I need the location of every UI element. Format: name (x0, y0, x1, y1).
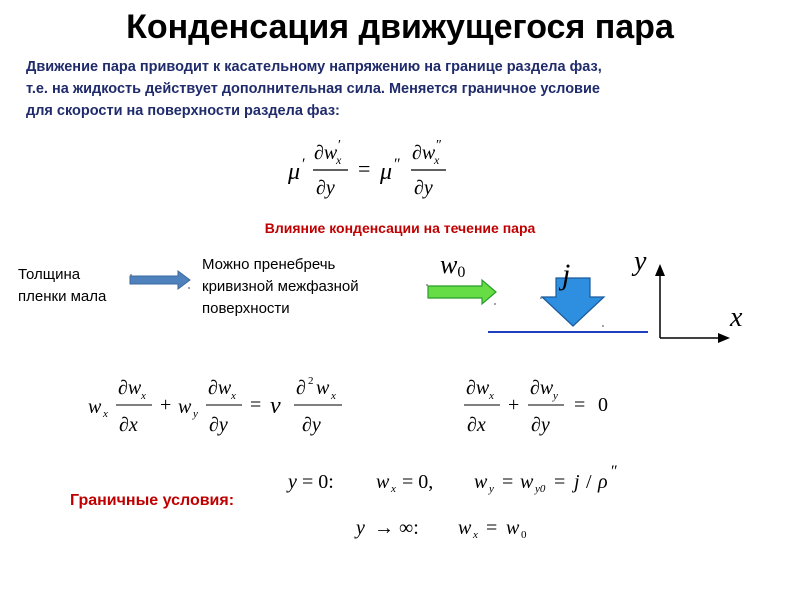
svg-text:∂y: ∂y (209, 414, 228, 436)
svg-text:=: = (486, 517, 497, 539)
svg-text:w: w (474, 471, 488, 493)
svg-text:ν: ν (270, 393, 281, 419)
interface-equation: μ ′ ∂w x ′ ∂y = μ ″ ∂w x ″ ∂y (287, 138, 446, 199)
svg-text:∂x: ∂x (119, 414, 138, 436)
y-axis-label: y (634, 246, 647, 277)
continuity-equation: ∂w x ∂x + ∂w y ∂y = 0 (464, 377, 608, 436)
svg-text:y: y (286, 471, 297, 493)
svg-text:0: 0 (521, 529, 527, 541)
svg-text:∂w: ∂w (412, 142, 436, 164)
svg-text:∂y: ∂y (531, 414, 550, 436)
svg-text:=: = (574, 394, 585, 416)
svg-text:= 0:: = 0: (302, 471, 334, 493)
j-label: j (562, 258, 571, 291)
svg-text:μ: μ (287, 159, 300, 185)
svg-text:+: + (508, 394, 519, 416)
svg-text:∂w: ∂w (314, 142, 338, 164)
svg-text:′: ′ (338, 138, 341, 153)
page-title: Конденсация движущегося пара (126, 8, 674, 46)
blue-arrow-icon (129, 270, 191, 290)
svg-text:/: / (586, 471, 592, 493)
svg-text:=: = (554, 471, 565, 493)
svg-text:x: x (102, 408, 108, 420)
svg-text:″: ″ (611, 463, 618, 480)
w0-letter: w (440, 250, 458, 279)
film-thin-note: Толщина пленки мала (18, 264, 106, 308)
svg-text:∂w: ∂w (466, 377, 490, 399)
svg-text:′: ′ (302, 156, 306, 173)
curvature-note: Можно пренебречь кривизной межфазной пов… (202, 254, 359, 320)
curvature-line-2: кривизной межфазной (202, 278, 359, 295)
section-subheading: Влияние конденсации на течение пара (264, 220, 536, 236)
svg-text:∂y: ∂y (316, 177, 335, 199)
svg-text:∂x: ∂x (467, 414, 486, 436)
svg-text:y: y (354, 517, 365, 539)
curvature-line-3: поверхности (202, 300, 290, 317)
svg-text:″: ″ (394, 156, 401, 173)
svg-text:y: y (552, 390, 558, 402)
film-thin-line-2: пленки мала (18, 288, 107, 305)
flow-diagram (129, 264, 730, 343)
svg-text:∂w: ∂w (208, 377, 232, 399)
intro-line-3: для скорости на поверхности раздела фаз: (26, 103, 340, 119)
x-axis-label: x (730, 302, 743, 333)
svg-text:w: w (178, 396, 192, 418)
intro-line-1: Движение пара приводит к касательному на… (26, 59, 602, 75)
svg-text:x: x (335, 153, 342, 167)
w0-label: w0 (440, 250, 465, 282)
svg-text:→ ∞:: → ∞: (374, 517, 419, 539)
svg-text:=: = (358, 156, 370, 181)
svg-text:∂w: ∂w (118, 377, 142, 399)
boundary-condition-wall: y = 0: w x = 0, w y = w y0 = j / ρ ″ (286, 463, 618, 495)
svg-text:y: y (488, 483, 494, 495)
svg-text:x: x (140, 390, 146, 402)
svg-text:x: x (390, 483, 396, 495)
svg-text:∂w: ∂w (530, 377, 554, 399)
svg-text:w: w (88, 396, 102, 418)
svg-text:x: x (433, 153, 440, 167)
svg-text:∂y: ∂y (302, 414, 321, 436)
svg-text:″: ″ (436, 138, 442, 153)
curvature-line-1: Можно пренебречь (202, 256, 336, 273)
film-thin-line-1: Толщина (18, 266, 81, 283)
momentum-equation: w x ∂w x ∂x + w y ∂w x ∂y = ν ∂ 2 w x ∂y (88, 375, 342, 436)
svg-text:=: = (250, 394, 261, 416)
svg-text:x: x (472, 529, 478, 541)
svg-text:μ: μ (379, 159, 392, 185)
svg-text:y0: y0 (534, 483, 546, 495)
svg-text:w: w (376, 471, 390, 493)
svg-text:= 0,: = 0, (402, 471, 433, 493)
svg-text:2: 2 (308, 375, 314, 387)
svg-text:+: + (160, 394, 171, 416)
boundary-condition-infinity: y → ∞: w x = w 0 (354, 517, 527, 541)
green-arrow-icon (427, 278, 497, 306)
boundary-conditions-label: Граничные условия: (70, 492, 235, 509)
svg-text:w: w (458, 517, 472, 539)
svg-text:∂: ∂ (296, 377, 306, 399)
down-arrow-icon (540, 277, 606, 327)
svg-text:x: x (230, 390, 236, 402)
svg-text:x: x (488, 390, 494, 402)
svg-text:=: = (502, 471, 513, 493)
svg-text:ρ: ρ (597, 471, 608, 493)
svg-text:x: x (330, 390, 336, 402)
svg-text:j: j (571, 471, 580, 493)
w0-subscript: 0 (457, 264, 466, 281)
intro-paragraph: Движение пара приводит к касательному на… (26, 56, 786, 122)
svg-text:w: w (520, 471, 534, 493)
svg-text:w: w (316, 377, 330, 399)
svg-text:∂y: ∂y (414, 177, 433, 199)
svg-text:w: w (506, 517, 520, 539)
intro-line-2: т.е. на жидкость действует дополнительна… (26, 81, 600, 97)
svg-text:0: 0 (598, 394, 608, 416)
svg-text:y: y (192, 408, 198, 420)
